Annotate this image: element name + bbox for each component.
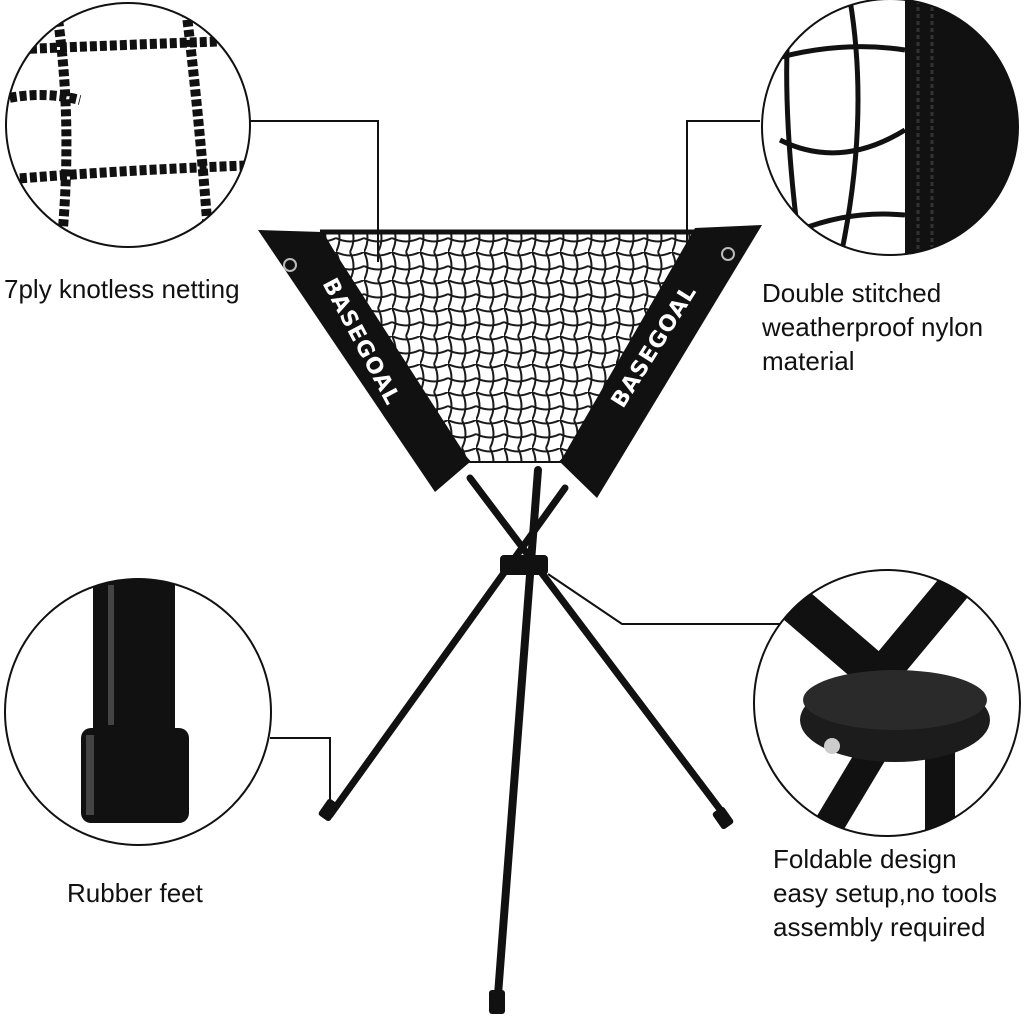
callout-nylon-line-1: Double stitched xyxy=(762,278,942,308)
connector-nylon xyxy=(686,120,760,268)
leg-left xyxy=(466,474,732,824)
callout-foldable-line-2: easy setup,no tools xyxy=(773,878,998,908)
callout-foldable-line-1: Foldable design xyxy=(773,844,957,874)
ball-caddy-basket: BASEGOAL BASEGOAL xyxy=(258,225,762,498)
callout-foldable-label: Foldable design easy setup,no tools asse… xyxy=(773,842,997,944)
tripod-stand xyxy=(318,466,734,1014)
fabric-panel-right xyxy=(560,225,762,498)
callout-nylon-line-2: weatherproof nylon xyxy=(762,312,984,342)
foot-right xyxy=(712,806,734,830)
callout-nylon-label: Double stitched weatherproof nylon mater… xyxy=(762,276,983,378)
connector-feet xyxy=(270,737,331,810)
callout-nylon-line-3: material xyxy=(762,346,855,376)
callout-connectors xyxy=(248,120,790,810)
callout-netting-label: 7ply knotless netting xyxy=(4,274,240,304)
detail-netting-closeup xyxy=(5,2,251,248)
connector-fold xyxy=(547,573,790,625)
detail-nylon-closeup xyxy=(761,0,1019,256)
foot-center xyxy=(489,990,505,1014)
leg-hub xyxy=(500,555,548,575)
callout-foldable-line-3: assembly required xyxy=(773,912,986,942)
foot-left xyxy=(318,798,340,822)
detail-foldable-hub-closeup xyxy=(753,569,1021,837)
detail-rubber-feet-closeup xyxy=(4,578,272,846)
leg-right xyxy=(326,484,569,819)
connector-netting xyxy=(248,120,379,262)
fabric-panel-left xyxy=(258,230,470,492)
callout-feet-label: Rubber feet xyxy=(67,878,203,908)
